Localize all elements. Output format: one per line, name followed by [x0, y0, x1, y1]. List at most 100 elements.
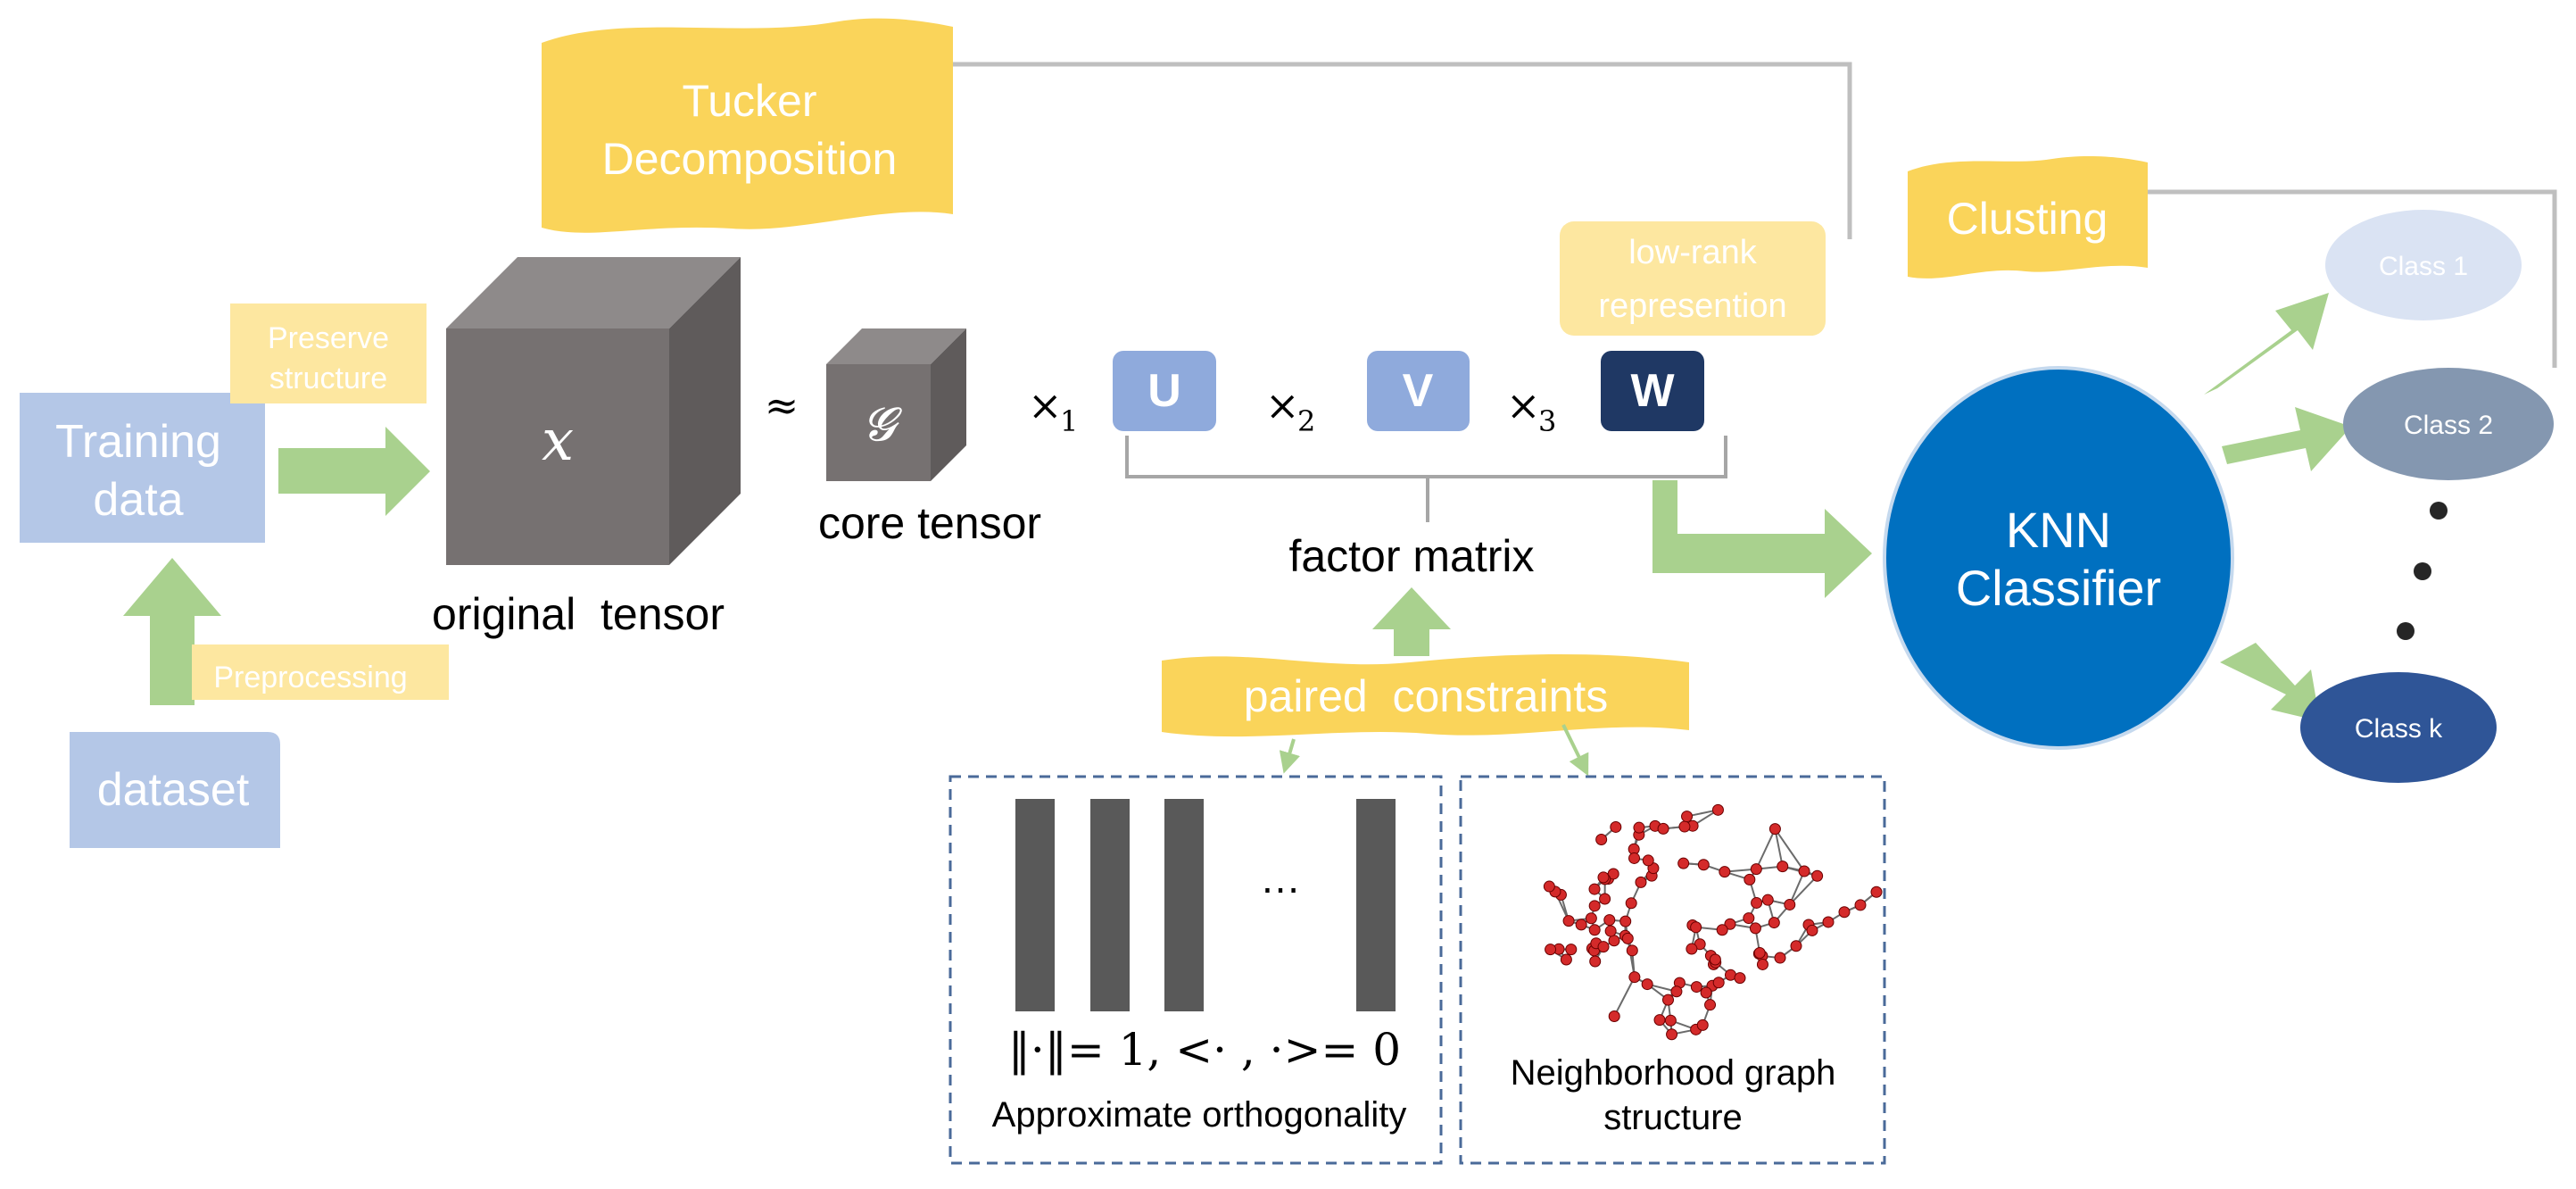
dataset-label: dataset: [97, 764, 250, 816]
knn-to-class2-arrow: [2222, 407, 2351, 471]
graph-node: [1678, 820, 1691, 833]
mode-product-2: × 2: [1265, 381, 1315, 438]
low-rank-line2: represention: [1598, 287, 1786, 325]
graph-node: [1545, 944, 1557, 956]
mode-product-3-op: ×: [1506, 381, 1541, 429]
tucker-label-line1: Tucker: [683, 76, 817, 126]
graph-node: [1661, 994, 1674, 1006]
graph-edge: [1774, 828, 1805, 872]
graph-node: [1625, 897, 1637, 910]
graph-edge: [1774, 828, 1784, 867]
graph-node: [1604, 925, 1617, 937]
graph-node: [1822, 916, 1835, 928]
tucker-banner-shape: [542, 18, 953, 233]
neighborhood-caption-line1: Neighborhood graph: [1511, 1053, 1836, 1093]
class-k: Class k: [2300, 672, 2497, 783]
graph-node: [1641, 978, 1653, 991]
mode-product-2-sub: 2: [1297, 404, 1315, 438]
class-1-label: Class 1: [2379, 252, 2468, 281]
class-2-label: Class 2: [2404, 411, 2493, 440]
orthogonality-ellipsis: …: [1260, 855, 1301, 902]
mode-product-3: × 3: [1506, 381, 1556, 438]
tucker-label-line2: Decomposition: [602, 134, 898, 184]
graph-node: [1704, 999, 1717, 1011]
dataset-to-training-arrow: [123, 558, 221, 705]
orthogonal-bar-4: [1356, 799, 1396, 1011]
graph-node: [1608, 1010, 1620, 1022]
graph-node: [1626, 944, 1638, 957]
class-1: Class 1: [2325, 210, 2522, 320]
graph-node: [1677, 857, 1690, 869]
graph-node: [1719, 866, 1731, 878]
graph-edge: [1789, 875, 1818, 906]
neighborhood-graph-image: [1543, 803, 1883, 1041]
graph-node: [1790, 940, 1802, 952]
graph-node: [1749, 922, 1761, 935]
constraints-to-factor-arrow: [1372, 587, 1451, 656]
neighborhood-graph-box: Neighborhood graph structure: [1459, 775, 1886, 1165]
graph-node: [1664, 1014, 1677, 1027]
graph-node: [1744, 873, 1756, 886]
graph-node: [1588, 883, 1601, 895]
graph-node: [1838, 906, 1851, 919]
graph-node: [1633, 821, 1645, 834]
graph-node: [1690, 981, 1702, 994]
graph-node: [1657, 822, 1669, 835]
orthogonal-bar-1: [1015, 799, 1055, 1011]
graph-node: [1628, 971, 1641, 984]
training-data-label-line1: Training: [55, 416, 221, 468]
graph-node: [1608, 935, 1620, 947]
clusting-to-classes-connector: [2146, 189, 2557, 368]
graph-node: [1686, 943, 1698, 955]
graph-node: [1761, 894, 1774, 906]
factor-v: V: [1367, 351, 1470, 431]
paired-constraints-shape: [1162, 653, 1689, 737]
paired-constraints-banner: paired constraints: [1162, 653, 1689, 737]
graph-node: [1751, 896, 1763, 909]
mode-product-3-sub: 3: [1538, 404, 1556, 438]
graph-node: [1777, 861, 1789, 873]
graph-node: [1711, 803, 1724, 816]
factor-v-label: V: [1403, 365, 1434, 417]
graph-node: [1774, 952, 1786, 964]
orthogonality-caption: Approximate orthogonality: [992, 1095, 1407, 1135]
ellipsis-dot-1: [2430, 502, 2448, 520]
graph-node: [1870, 886, 1883, 898]
graph-node: [1597, 871, 1610, 884]
graph-node: [1697, 859, 1710, 871]
preprocessing-label: Preprocessing: [213, 661, 407, 694]
graph-node: [1642, 854, 1654, 867]
training-data-label-line2: data: [93, 474, 183, 526]
graph-node: [1599, 893, 1611, 905]
dataset-box: dataset: [70, 732, 280, 848]
graph-node: [1806, 924, 1818, 936]
knn-label-line2: Classifier: [1956, 560, 2161, 616]
graph-node: [1700, 986, 1712, 999]
graph-edge: [1627, 938, 1636, 977]
graph-node: [1610, 820, 1622, 833]
graph-node: [1666, 1028, 1678, 1041]
preprocessing-tag: Preprocessing: [192, 644, 449, 700]
factor-w-label: W: [1630, 365, 1675, 417]
graph-node: [1621, 932, 1634, 944]
graph-node: [1798, 865, 1810, 877]
ellipsis-dot-3: [2397, 622, 2414, 640]
low-rank-representation-tag: low-rank represention: [1560, 221, 1826, 336]
graph-node: [1724, 918, 1736, 930]
knn-to-classk-arrow: [2220, 643, 2320, 721]
mode-product-1: × 1: [1028, 381, 1078, 438]
graph-node: [1562, 915, 1575, 927]
w-to-knn-arrow: [1652, 480, 1872, 598]
graph-node: [1588, 924, 1601, 936]
graph-edge: [1755, 828, 1777, 870]
graph-node: [1619, 915, 1632, 927]
factor-u: U: [1113, 351, 1216, 431]
graph-edge: [1788, 870, 1805, 905]
clusting-label: Clusting: [1947, 194, 2108, 244]
graph-node: [1603, 914, 1616, 927]
knn-to-class1-arrow: [2204, 293, 2329, 395]
core-tensor-cube: 𝓖: [826, 328, 966, 481]
graph-node: [1560, 953, 1572, 966]
graph-node: [1734, 972, 1746, 985]
tucker-to-knn-connector: [950, 62, 1852, 239]
